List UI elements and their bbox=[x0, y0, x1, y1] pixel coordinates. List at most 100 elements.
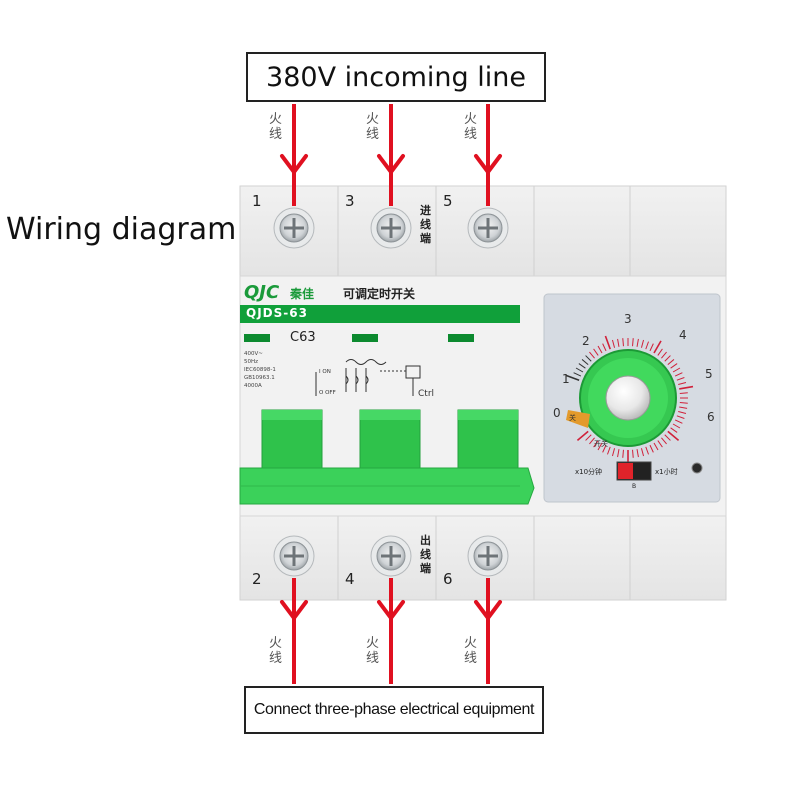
dial-tick bbox=[617, 449, 620, 458]
handle-3 bbox=[457, 409, 519, 473]
dial-tick bbox=[678, 410, 687, 415]
wire-label-top-2: 火线 bbox=[365, 112, 379, 142]
terminal-number-5: 5 bbox=[443, 192, 453, 210]
dial-tick bbox=[672, 423, 681, 429]
incoming-wires bbox=[292, 104, 490, 206]
dial-tick bbox=[657, 440, 663, 448]
dial-tick bbox=[622, 449, 624, 458]
dial-tick bbox=[645, 341, 649, 350]
dial-number-5: 5 bbox=[705, 367, 713, 381]
dial-tick bbox=[636, 338, 639, 347]
dial-tick bbox=[576, 430, 589, 442]
on-label: I ON bbox=[319, 369, 331, 375]
dial-tick bbox=[676, 377, 685, 381]
wire-label-bottom-2: 火线 bbox=[365, 636, 379, 666]
ctrl-label: Ctrl bbox=[418, 389, 435, 399]
dial-scale bbox=[565, 335, 694, 464]
dial-off-label: 关 bbox=[569, 414, 576, 422]
dial-tick bbox=[602, 343, 607, 352]
terminal-number-4: 4 bbox=[345, 570, 355, 588]
terminal-number-2: 2 bbox=[252, 570, 262, 588]
dial-tick bbox=[667, 430, 680, 442]
dial-tick bbox=[617, 338, 620, 347]
dial-tick bbox=[602, 444, 607, 453]
dial-tick bbox=[632, 338, 634, 347]
indicator-light bbox=[691, 462, 703, 474]
dial-tick bbox=[661, 351, 667, 359]
terminal-number-1: 1 bbox=[252, 192, 262, 210]
dial-tick bbox=[607, 446, 611, 455]
incoming-terminal-label: 进线端 bbox=[420, 204, 431, 245]
dial-number-1: 1 bbox=[562, 372, 570, 386]
product-name: 可调定时开关 bbox=[343, 287, 416, 301]
dial-tick bbox=[581, 359, 589, 365]
wire-label-bottom-1: 火线 bbox=[268, 636, 282, 666]
rating-label: C63 bbox=[290, 330, 316, 345]
switch-left-label: x10分钟 bbox=[575, 468, 603, 476]
dial-tick bbox=[674, 372, 683, 377]
dial-tick bbox=[649, 444, 654, 453]
dial-tick bbox=[632, 449, 634, 458]
dial-tick bbox=[679, 406, 688, 409]
dial-tick bbox=[611, 339, 616, 348]
dial-tick bbox=[679, 402, 688, 404]
dial-tick bbox=[653, 340, 662, 354]
dial-number-2: 2 bbox=[582, 334, 590, 348]
dial-number-6: 6 bbox=[707, 410, 715, 424]
dial-tick bbox=[593, 440, 599, 448]
dial-tick bbox=[676, 415, 685, 419]
dial-number-3: 3 bbox=[624, 312, 632, 326]
equipment-label: Connect three-phase electrical equipment bbox=[244, 686, 544, 734]
dial-tick bbox=[604, 335, 611, 350]
wire-label-bottom-3: 火线 bbox=[463, 636, 477, 666]
incoming-line-label: 380V incoming line bbox=[246, 52, 546, 102]
dial-tick bbox=[575, 367, 584, 373]
outgoing-wires bbox=[292, 578, 490, 684]
equipment-text: Connect three-phase electrical equipment bbox=[253, 701, 535, 718]
dial-tick bbox=[661, 437, 667, 445]
dial-tick bbox=[672, 367, 681, 373]
dial-tick bbox=[573, 372, 582, 377]
wire-label-top-3: 火线 bbox=[463, 112, 477, 142]
dial-tick bbox=[597, 442, 603, 451]
wire-label-top-1: 火线 bbox=[268, 112, 282, 142]
brand-logo: QJC bbox=[244, 282, 280, 303]
model-number: QJDS-63 bbox=[246, 306, 308, 320]
timer-knob bbox=[579, 349, 677, 447]
dial-tick bbox=[653, 442, 659, 451]
dial-tick bbox=[678, 381, 687, 386]
terminal-number-3: 3 bbox=[345, 192, 355, 210]
brand-chinese: 秦佳 bbox=[290, 287, 315, 301]
dial-tick bbox=[640, 339, 645, 348]
dial-tick bbox=[670, 363, 678, 369]
dial-tick bbox=[679, 385, 694, 390]
dial-tick bbox=[589, 351, 595, 359]
incoming-line-text: 380V incoming line bbox=[266, 61, 526, 93]
dial-tick bbox=[611, 448, 616, 457]
dial-tick bbox=[589, 437, 595, 445]
dial-tick bbox=[565, 374, 580, 381]
dial-tick bbox=[585, 355, 592, 362]
model-band bbox=[240, 305, 520, 323]
dial-tick bbox=[585, 434, 592, 441]
off-label: O OFF bbox=[319, 390, 336, 396]
switch-letter: B bbox=[632, 483, 637, 490]
terminal-number-6: 6 bbox=[443, 570, 453, 588]
dial-tick bbox=[649, 343, 654, 352]
dial-tick bbox=[640, 448, 645, 457]
dial-tick bbox=[578, 363, 586, 369]
handle-1 bbox=[261, 409, 323, 473]
dial-tick bbox=[670, 427, 678, 433]
outgoing-terminal-label: 出线端 bbox=[420, 534, 431, 575]
dial-tick bbox=[597, 345, 603, 354]
dial-on-label: 开关 bbox=[594, 440, 608, 448]
dial-tick bbox=[636, 449, 639, 458]
dial-tick bbox=[593, 348, 599, 356]
dial-number-4: 4 bbox=[679, 328, 687, 342]
dial-number-0: 0 bbox=[553, 406, 561, 420]
screw-terminals bbox=[273, 207, 509, 577]
dial-tick bbox=[674, 419, 683, 424]
dial-tick bbox=[645, 446, 649, 455]
